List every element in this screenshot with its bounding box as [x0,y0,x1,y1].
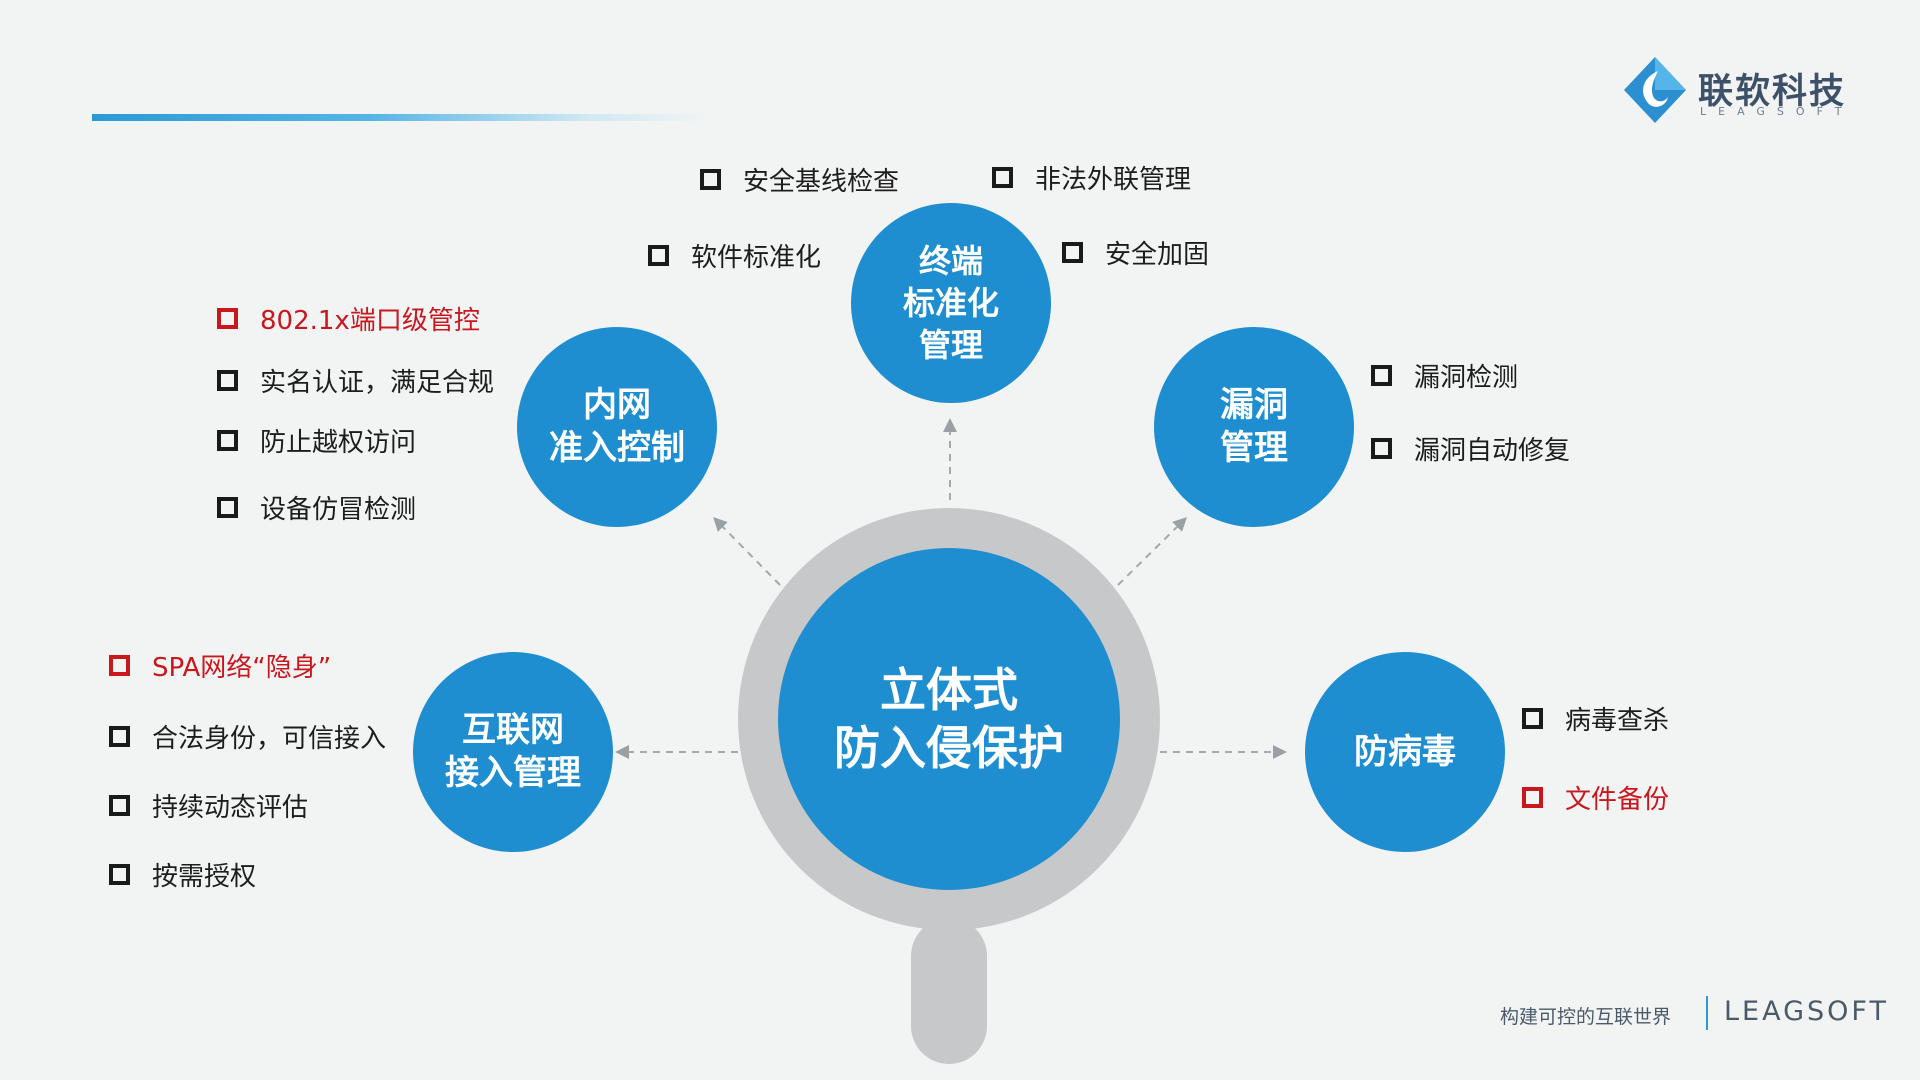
leagsoft-logo-icon [1624,57,1686,123]
intranet-item: 防止越权访问 [217,423,417,458]
node-vulnerability-label: 漏洞 管理 [1220,385,1288,468]
vulnerability-item: 漏洞自动修复 [1371,431,1571,466]
terminal-item-text: 非法外联管理 [1035,164,1192,195]
internet-item-text: 合法身份，可信接入 [152,723,387,754]
intranet-item-text: 设备仿冒检测 [260,494,417,525]
terminal-item-text: 安全加固 [1105,239,1210,270]
intranet-item-text: 防止越权访问 [260,427,417,458]
intranet-item-text: 实名认证，满足合规 [260,367,495,398]
internet-item: 持续动态评估 [109,788,309,823]
checkbox-square-icon [109,794,130,816]
intranet-item-text: 802.1x端口级管控 [260,305,480,336]
internet-item: 合法身份，可信接入 [109,719,387,754]
brand-logo: 联软科技 LEAGSOFT [1620,55,1850,125]
node-intranet-access-control: 内网 准入控制 [517,327,717,527]
node-antivirus-label: 防病毒 [1354,731,1456,772]
internet-item-text: 持续动态评估 [152,792,309,823]
arrow-to-vulnerability [1117,517,1187,586]
terminal-item: 安全基线检查 [700,162,900,197]
checkbox-square-icon [1062,241,1083,263]
checkbox-square-icon [1371,364,1392,386]
checkbox-square-icon [217,307,238,329]
logo-name: 联软科技 [1698,72,1847,112]
antivirus-item: 病毒查杀 [1522,701,1670,736]
checkbox-square-icon [217,496,238,518]
terminal-item: 软件标准化 [648,238,822,273]
node-internet-label: 互联网 接入管理 [445,710,581,793]
terminal-item: 安全加固 [1062,235,1210,270]
node-internet-access-management: 互联网 接入管理 [413,652,613,852]
internet-item-text: SPA网络“隐身” [152,652,332,683]
center-node: 立体式 防入侵保护 [778,548,1120,890]
intranet-item: 设备仿冒检测 [217,490,417,525]
checkbox-square-icon [648,244,669,266]
terminal-item: 非法外联管理 [992,160,1192,195]
checkbox-square-icon [217,369,238,391]
antivirus-item: 文件备份 [1522,780,1670,815]
intranet-item: 802.1x端口级管控 [217,301,480,336]
checkbox-square-icon [109,863,130,885]
checkbox-square-icon [1371,437,1392,459]
terminal-item-text: 软件标准化 [691,242,822,273]
internet-item: 按需授权 [109,857,257,892]
logo-subtitle: LEAGSOFT [1700,105,1854,118]
internet-item: SPA网络“隐身” [109,648,332,683]
internet-item-text: 按需授权 [152,861,257,892]
node-vulnerability-management: 漏洞 管理 [1154,327,1354,527]
footer-slogan: 构建可控的互联世界 [1500,1006,1672,1028]
checkbox-square-icon [217,429,238,451]
checkbox-square-icon [109,725,130,747]
checkbox-square-icon [109,654,130,676]
footer-brand: LEAGSOFT [1724,996,1889,1027]
node-antivirus: 防病毒 [1305,652,1505,852]
magnifier-handle [911,918,987,1064]
arrow-to-intranet [713,517,781,586]
footer-divider [1706,996,1708,1030]
checkbox-square-icon [700,168,721,190]
node-intranet-label: 内网 准入控制 [549,385,685,468]
checkbox-square-icon [992,166,1013,188]
center-node-label: 立体式 防入侵保护 [834,663,1064,775]
checkbox-square-icon [1522,786,1543,808]
vulnerability-item: 漏洞检测 [1371,358,1519,393]
header-accent-line [92,114,712,121]
checkbox-square-icon [1522,707,1543,729]
antivirus-item-text: 文件备份 [1565,784,1670,815]
vulnerability-item-text: 漏洞自动修复 [1414,435,1571,466]
node-terminal-label: 终端 标准化 管理 [902,242,999,364]
vulnerability-item-text: 漏洞检测 [1414,362,1519,393]
antivirus-item-text: 病毒查杀 [1565,705,1670,736]
node-terminal-management: 终端 标准化 管理 [851,203,1051,403]
intranet-item: 实名认证，满足合规 [217,363,495,398]
terminal-item-text: 安全基线检查 [743,166,900,197]
